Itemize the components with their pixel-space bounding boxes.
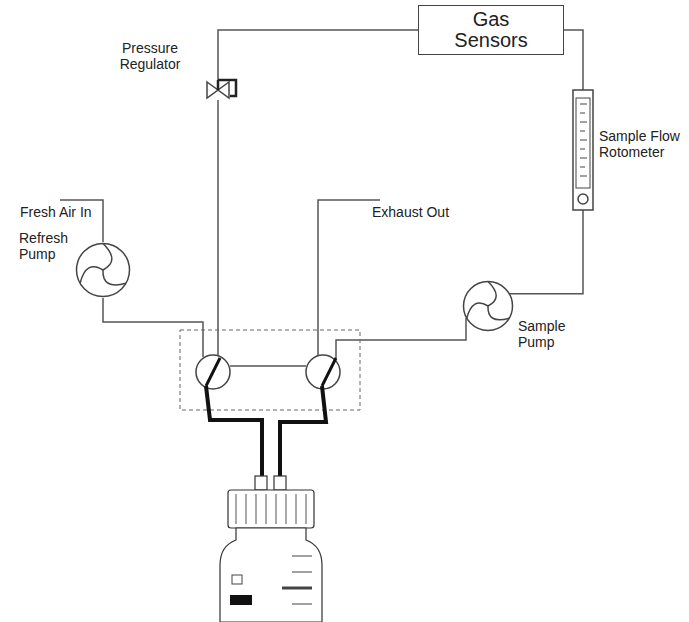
apparatus-part [292, 572, 312, 573]
rotometer: Sample Flow Rotometer [573, 90, 593, 210]
apparatus-part [236, 494, 237, 524]
outlet-label: Exhaust Out [372, 204, 449, 220]
apparatus-part [236, 494, 306, 524]
apparatus-part [206, 358, 220, 386]
part-label: Refresh Pump [19, 230, 69, 262]
part-label: Pressure Regulator [102, 40, 198, 72]
box-title: Gas Sensors [449, 9, 533, 51]
apparatus-part [306, 355, 340, 389]
sample-pump: Sample Pump [462, 280, 514, 332]
apparatus-part [276, 494, 277, 524]
pump-symbol [75, 242, 131, 298]
refresh-pump: Refresh Pump [75, 242, 131, 298]
apparatus-part [256, 494, 257, 524]
pump-symbol [462, 280, 514, 332]
apparatus-part [246, 494, 247, 524]
apparatus-part [318, 200, 380, 355]
gas-line [564, 30, 583, 90]
apparatus-part [322, 358, 336, 386]
apparatus-part [103, 298, 203, 357]
apparatus-part [336, 318, 466, 358]
apparatus-part [230, 595, 252, 605]
apparatus-part [255, 476, 267, 490]
gas-line [218, 30, 418, 80]
gas-line [509, 210, 583, 294]
sensor-box: Gas Sensors [418, 5, 564, 55]
apparatus-part [206, 386, 262, 480]
part-label: Sample Pump [518, 318, 588, 350]
apparatus-part [196, 355, 230, 389]
apparatus-part [292, 604, 312, 605]
apparatus-part [296, 494, 297, 524]
apparatus-part [282, 587, 312, 590]
regulator-symbol [206, 80, 230, 100]
part-label: Sample Flow Rotometer [599, 128, 683, 160]
apparatus-part [292, 556, 312, 557]
apparatus-part [230, 365, 306, 367]
pressure-regulator: Pressure Regulator [206, 80, 230, 100]
apparatus-part [274, 476, 286, 490]
apparatus-part [282, 556, 312, 604]
apparatus-part [232, 575, 242, 584]
apparatus-part [306, 494, 307, 524]
rotometer-symbol [573, 90, 593, 210]
apparatus-part [228, 490, 314, 528]
apparatus-part [217, 100, 219, 355]
apparatus-part [286, 494, 287, 524]
apparatus-part [220, 528, 322, 622]
inlet-label: Fresh Air In [20, 204, 92, 220]
apparatus-part [280, 386, 326, 480]
apparatus-part [60, 100, 466, 366]
apparatus-part [266, 494, 267, 524]
